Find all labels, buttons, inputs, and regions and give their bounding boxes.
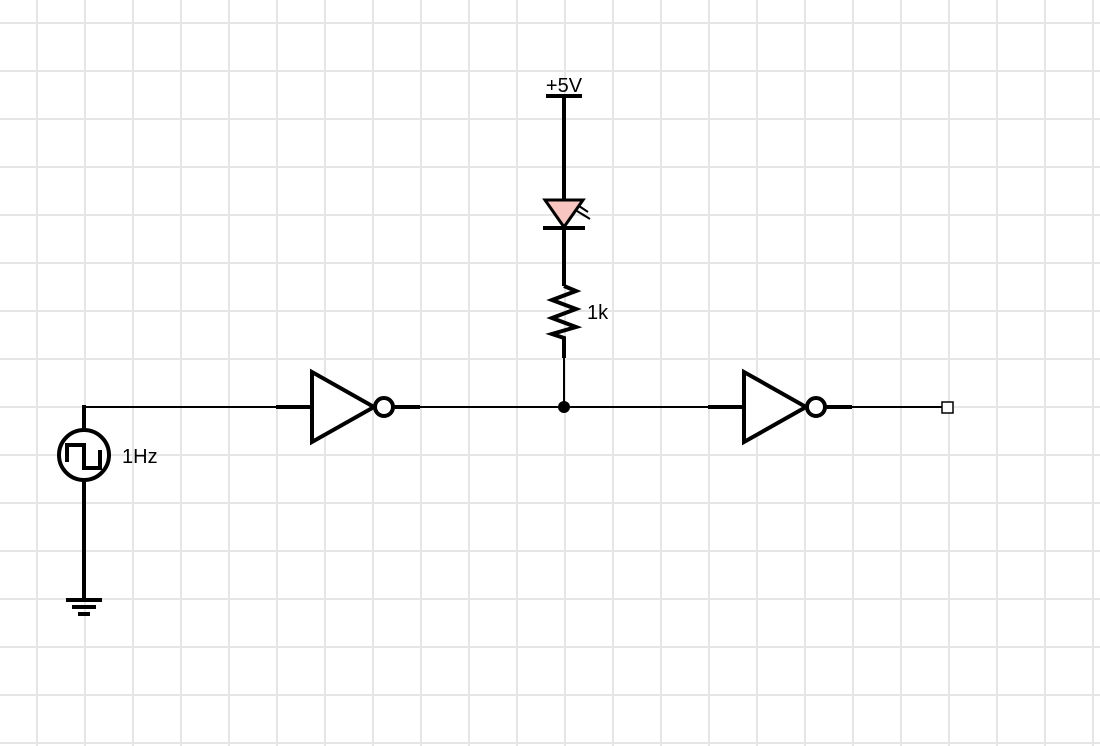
clock-source[interactable]: 1Hz xyxy=(57,405,158,598)
resistor-zigzag xyxy=(545,284,583,358)
ground-symbol[interactable] xyxy=(66,598,102,616)
led[interactable] xyxy=(542,198,591,286)
output-terminal[interactable] xyxy=(941,401,954,414)
inverter-1[interactable] xyxy=(276,368,420,446)
supply-voltage-label: +5V xyxy=(546,75,583,97)
source-frequency-label: 1Hz xyxy=(122,446,158,468)
supply-rail[interactable]: +5V xyxy=(546,75,583,200)
led-triangle xyxy=(542,198,586,230)
inverter-1-bubble xyxy=(373,396,395,418)
inverter-2[interactable] xyxy=(708,368,852,446)
led-light-ray-1-icon xyxy=(578,205,589,213)
inverter-2-bubble xyxy=(805,396,827,418)
square-wave-icon xyxy=(65,443,102,470)
led-light-ray-3-icon xyxy=(581,213,591,220)
junction-node[interactable] xyxy=(558,401,570,413)
inverter-1-triangle xyxy=(310,368,379,446)
resistor[interactable]: 1k xyxy=(545,284,609,358)
inverter-2-triangle xyxy=(742,368,811,446)
resistor-value-label: 1k xyxy=(587,302,609,324)
